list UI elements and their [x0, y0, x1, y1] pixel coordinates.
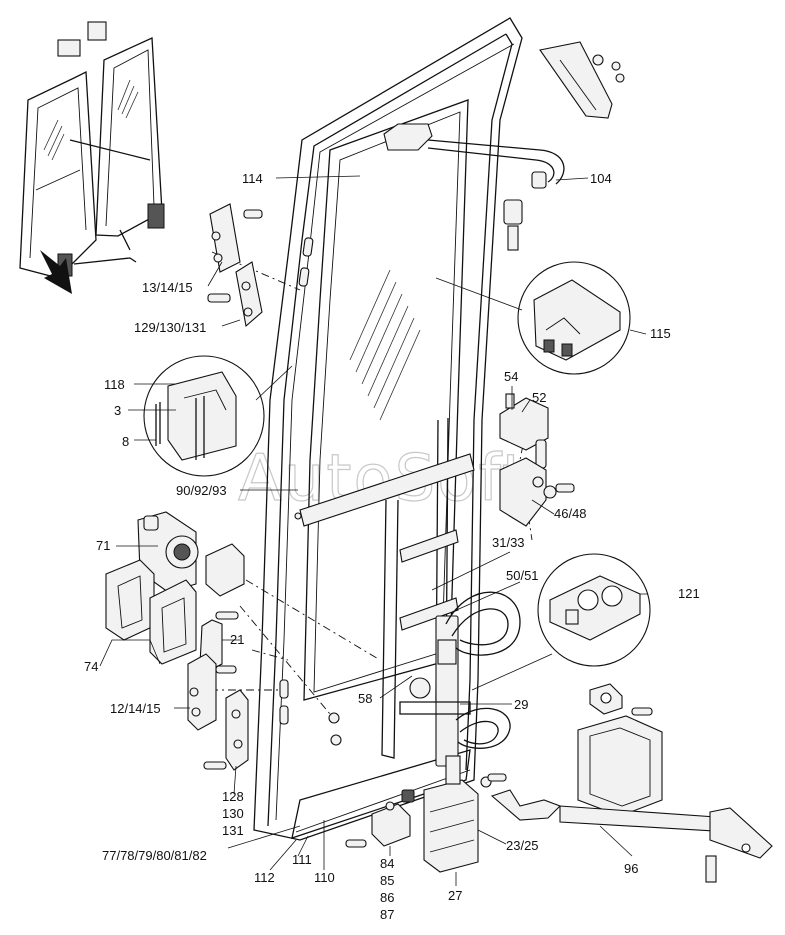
direction-arrow-icon	[40, 250, 72, 294]
callout-8: 8	[122, 434, 129, 449]
hinge-52-46	[499, 393, 575, 527]
callout-115: 115	[650, 326, 671, 341]
mirror-bracket-104	[503, 41, 625, 251]
callout-77-82: 77/78/79/80/81/82	[102, 848, 207, 863]
callout-12-14-15: 12/14/15	[110, 701, 161, 716]
detail-circle-118	[143, 355, 265, 477]
callout-58: 58	[358, 691, 372, 706]
detail-circle-115	[517, 261, 631, 375]
callout-50-51: 50/51	[506, 568, 539, 583]
callout-90-92-93: 90/92/93	[176, 483, 227, 498]
callout-87: 87	[380, 907, 394, 922]
callout-52: 52	[532, 390, 546, 405]
callout-112: 112	[254, 870, 275, 885]
callout-111: 111	[292, 852, 312, 867]
callout-85: 85	[380, 873, 394, 888]
callout-74: 74	[84, 659, 98, 674]
handle-parts-71-74	[105, 511, 245, 671]
callout-104: 104	[590, 171, 612, 186]
callout-128: 128	[222, 789, 244, 804]
callout-23-25: 23/25	[506, 838, 539, 853]
assembly-lines	[210, 251, 533, 715]
strap-96	[490, 683, 773, 883]
callout-131: 131	[222, 823, 244, 838]
callout-110: 110	[314, 870, 335, 885]
overview-door-drawing	[19, 21, 165, 294]
callout-118: 118	[104, 377, 125, 392]
callout-54: 54	[504, 369, 518, 384]
callout-84: 84	[380, 856, 394, 871]
watermark: AutoSoft	[238, 442, 529, 516]
callout-86: 86	[380, 890, 394, 905]
callout-129-130-131: 129/130/131	[134, 320, 206, 335]
callout-21: 21	[230, 632, 244, 647]
callout-29: 29	[514, 697, 528, 712]
callout-114: 114	[242, 171, 263, 186]
callout-13-14-15: 13/14/15	[142, 280, 193, 295]
callout-71: 71	[96, 538, 110, 553]
callout-31-33: 31/33	[492, 535, 525, 550]
callout-3: 3	[114, 403, 121, 418]
door-check-27	[423, 755, 507, 873]
callout-121: 121	[678, 586, 700, 601]
hinge-parts-13-129	[207, 203, 263, 328]
callout-46-48: 46/48	[554, 506, 587, 521]
callout-96: 96	[624, 861, 638, 876]
leader-lines	[99, 175, 648, 886]
callout-labels: 114 104 13/14/15 129/130/131 115 118 3 8…	[84, 171, 700, 922]
detail-circle-121	[537, 553, 651, 667]
door-assembly	[253, 17, 565, 841]
callout-130: 130	[222, 806, 244, 821]
stopper-84	[345, 789, 415, 848]
hinge-parts-12-128	[187, 653, 249, 771]
callout-27: 27	[448, 888, 462, 903]
